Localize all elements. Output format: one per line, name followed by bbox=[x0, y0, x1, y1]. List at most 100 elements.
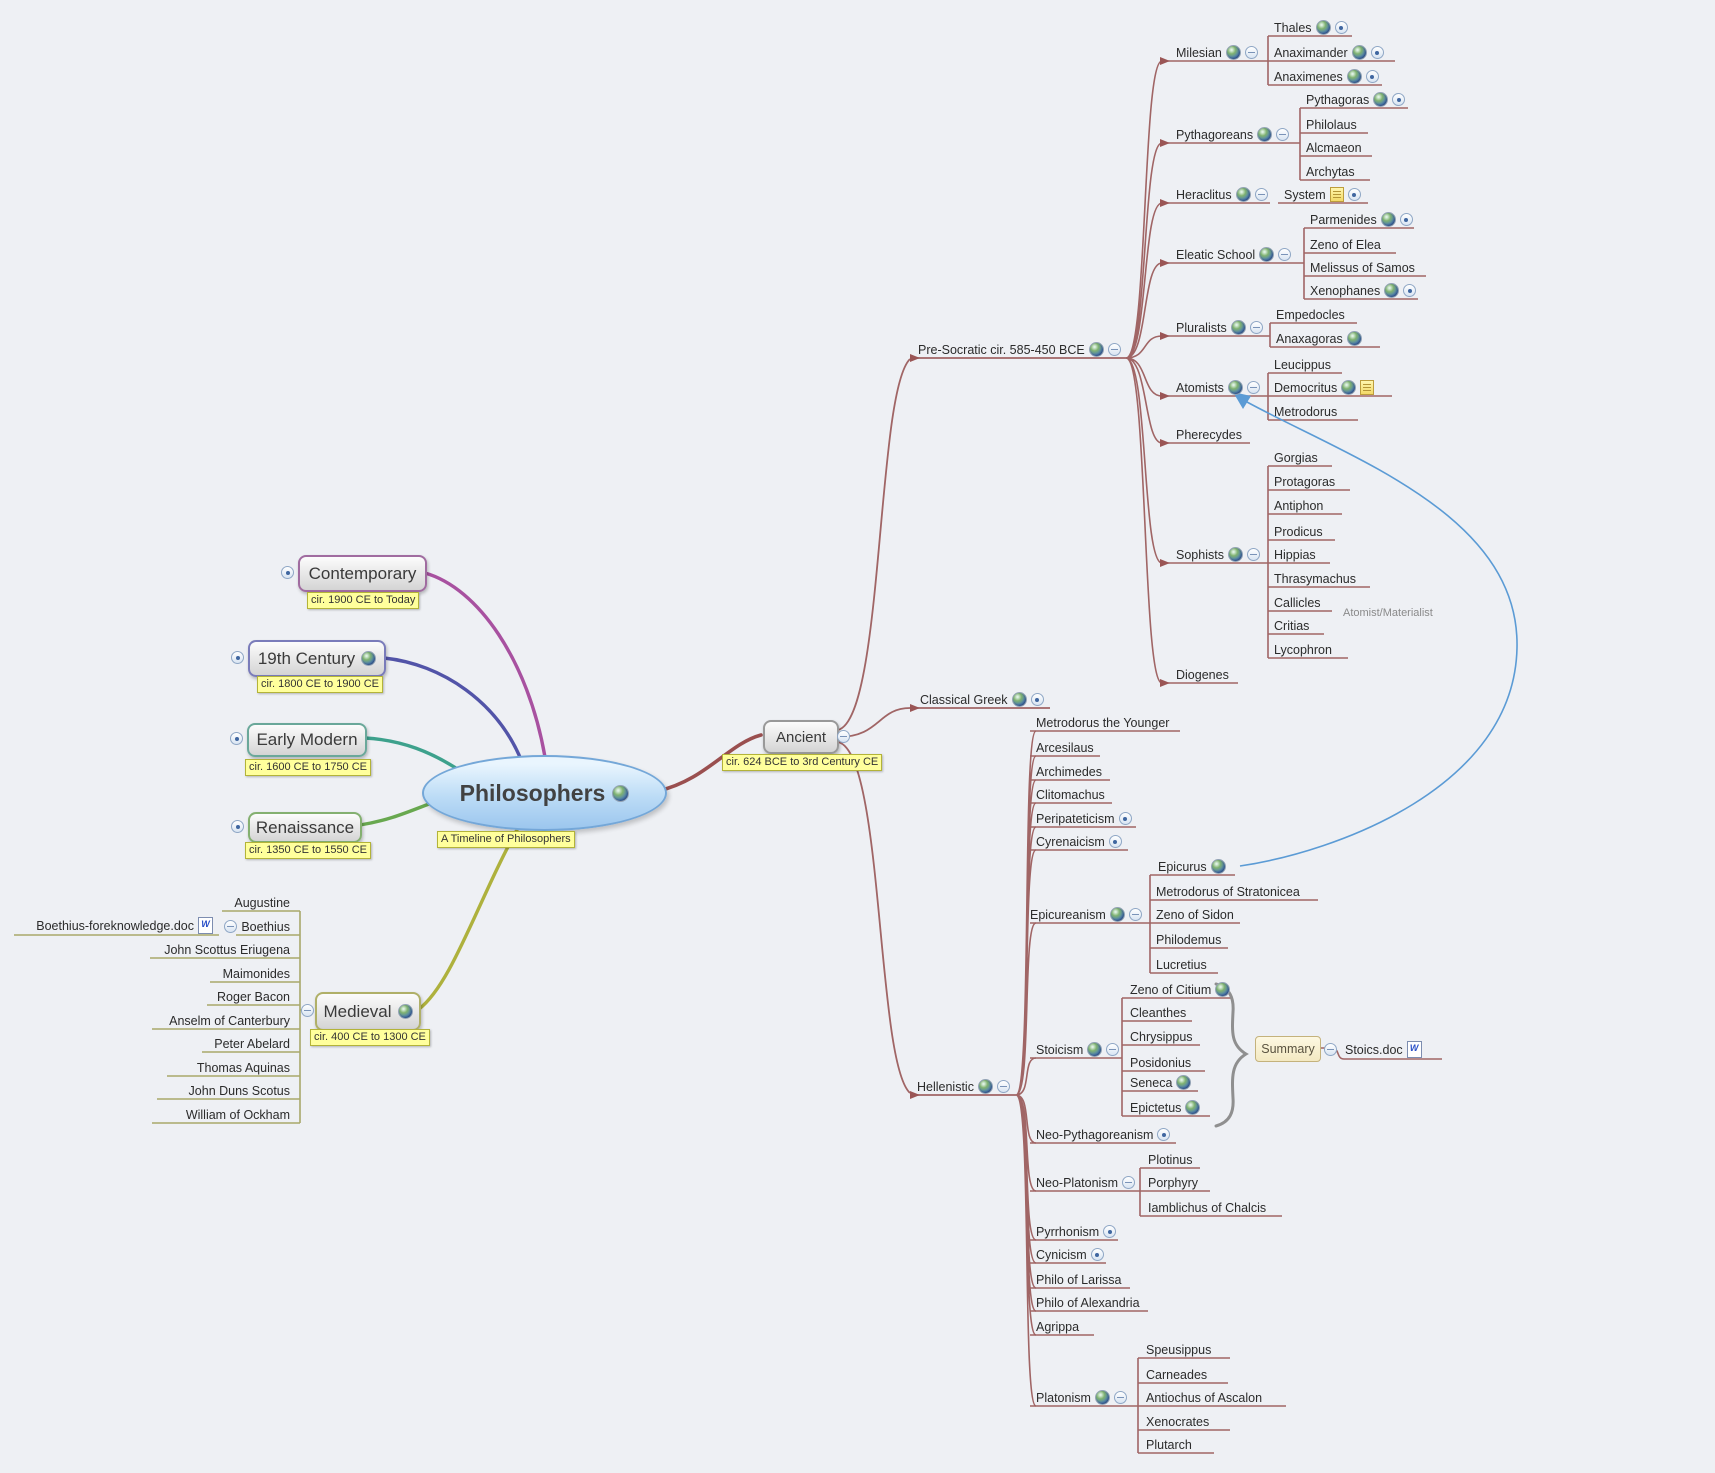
topic-antiphon[interactable]: Antiphon bbox=[1274, 497, 1323, 514]
topic-pythagoreans[interactable]: Pythagoreans bbox=[1176, 126, 1290, 143]
topic-philodemus[interactable]: Philodemus bbox=[1156, 931, 1221, 948]
topic-roger-bacon[interactable]: Roger Bacon bbox=[217, 988, 290, 1005]
topic-alcmaeon[interactable]: Alcmaeon bbox=[1306, 139, 1362, 156]
topic-stoics-doc[interactable]: Stoics.doc bbox=[1345, 1041, 1422, 1058]
topic-iamblichus-of-chalcis[interactable]: Iamblichus of Chalcis bbox=[1148, 1199, 1266, 1216]
topic-john-duns-scotus[interactable]: John Duns Scotus bbox=[189, 1082, 290, 1099]
expand-button[interactable] bbox=[1392, 93, 1406, 106]
topic-leucippus[interactable]: Leucippus bbox=[1274, 356, 1331, 373]
topic-anaximenes[interactable]: Anaximenes bbox=[1274, 68, 1379, 85]
topic-epicureanism[interactable]: Epicureanism bbox=[1030, 906, 1142, 923]
topic-arcesilaus[interactable]: Arcesilaus bbox=[1036, 739, 1094, 756]
topic-pythagoras[interactable]: Pythagoras bbox=[1306, 91, 1406, 108]
collapse-button[interactable] bbox=[1113, 1391, 1127, 1404]
topic-democritus[interactable]: Democritus bbox=[1274, 379, 1375, 396]
topic-stoicism[interactable]: Stoicism bbox=[1036, 1041, 1120, 1058]
topic-philo-of-alexandria[interactable]: Philo of Alexandria bbox=[1036, 1294, 1140, 1311]
topic-hippias[interactable]: Hippias bbox=[1274, 546, 1316, 563]
topic-john-scottus-eriugena[interactable]: John Scottus Eriugena bbox=[164, 941, 290, 958]
collapse-button[interactable] bbox=[1254, 188, 1268, 201]
topic-archytas[interactable]: Archytas bbox=[1306, 163, 1355, 180]
topic-empedocles[interactable]: Empedocles bbox=[1276, 306, 1345, 323]
topic-clitomachus[interactable]: Clitomachus bbox=[1036, 786, 1105, 803]
note-icon[interactable] bbox=[1329, 187, 1344, 202]
topic-chrysippus[interactable]: Chrysippus bbox=[1130, 1028, 1193, 1045]
topic-protagoras[interactable]: Protagoras bbox=[1274, 473, 1335, 490]
expand-button[interactable] bbox=[1103, 1225, 1117, 1238]
topic-pre-socratic[interactable]: Pre-Socratic cir. 585-450 BCE bbox=[918, 341, 1121, 358]
topic-19th-century[interactable]: 19th Century bbox=[248, 640, 386, 677]
collapse-button[interactable] bbox=[1128, 908, 1142, 921]
topic-zeno-of-elea[interactable]: Zeno of Elea bbox=[1310, 236, 1381, 253]
collapse-button[interactable] bbox=[224, 920, 238, 933]
topic-parmenides[interactable]: Parmenides bbox=[1310, 211, 1413, 228]
expand-button[interactable] bbox=[281, 566, 294, 579]
collapse-button[interactable] bbox=[1106, 1043, 1120, 1056]
expand-button[interactable] bbox=[1399, 213, 1413, 226]
topic-heraclitus[interactable]: Heraclitus bbox=[1176, 186, 1268, 203]
topic-agrippa[interactable]: Agrippa bbox=[1036, 1318, 1079, 1335]
topic-lucretius[interactable]: Lucretius bbox=[1156, 956, 1207, 973]
topic-thomas-aquinas[interactable]: Thomas Aquinas bbox=[197, 1059, 290, 1076]
collapse-button[interactable] bbox=[1278, 248, 1292, 261]
topic-milesian[interactable]: Milesian bbox=[1176, 44, 1258, 61]
expand-button[interactable] bbox=[1334, 21, 1348, 34]
collapse-button[interactable] bbox=[1246, 381, 1260, 394]
topic-hellenistic[interactable]: Hellenistic bbox=[917, 1078, 1010, 1095]
summary-topic[interactable]: Summary bbox=[1255, 1036, 1321, 1062]
topic-prodicus[interactable]: Prodicus bbox=[1274, 523, 1323, 540]
topic-zeno-of-citium[interactable]: Zeno of Citium bbox=[1130, 981, 1231, 998]
expand-button[interactable] bbox=[1108, 835, 1122, 848]
topic-antiochus-of-ascalon[interactable]: Antiochus of Ascalon bbox=[1146, 1389, 1262, 1406]
topic-epicurus[interactable]: Epicurus bbox=[1158, 858, 1226, 875]
topic-philo-of-larissa[interactable]: Philo of Larissa bbox=[1036, 1271, 1121, 1288]
note-icon[interactable] bbox=[1360, 380, 1375, 395]
topic-pyrrhonism[interactable]: Pyrrhonism bbox=[1036, 1223, 1117, 1240]
collapse-button[interactable] bbox=[1107, 343, 1121, 356]
topic-cynicism[interactable]: Cynicism bbox=[1036, 1246, 1104, 1263]
collapse-button[interactable] bbox=[1276, 128, 1290, 141]
topic-atomists[interactable]: Atomists bbox=[1176, 379, 1260, 396]
topic-anselm-of-canterbury[interactable]: Anselm of Canterbury bbox=[169, 1012, 290, 1029]
topic-critias[interactable]: Critias bbox=[1274, 617, 1309, 634]
expand-button[interactable] bbox=[1090, 1248, 1104, 1261]
topic-carneades[interactable]: Carneades bbox=[1146, 1366, 1207, 1383]
collapse-button[interactable] bbox=[1121, 1176, 1135, 1189]
expand-button[interactable] bbox=[231, 651, 244, 664]
topic-peripateticism[interactable]: Peripateticism bbox=[1036, 810, 1132, 827]
collapse-button[interactable] bbox=[837, 730, 850, 743]
collapse-button[interactable] bbox=[301, 1004, 314, 1017]
topic-epictetus[interactable]: Epictetus bbox=[1130, 1099, 1201, 1116]
topic-metrodorus[interactable]: Metrodorus bbox=[1274, 403, 1337, 420]
topic-neo-platonism[interactable]: Neo-Platonism bbox=[1036, 1174, 1135, 1191]
topic-melissus-of-samos[interactable]: Melissus of Samos bbox=[1310, 259, 1415, 276]
topic-lycophron[interactable]: Lycophron bbox=[1274, 641, 1332, 658]
topic-plotinus[interactable]: Plotinus bbox=[1148, 1151, 1192, 1168]
collapse-button[interactable] bbox=[1249, 321, 1263, 334]
relationship-curve[interactable] bbox=[1239, 401, 1518, 867]
topic-anaxagoras[interactable]: Anaxagoras bbox=[1276, 330, 1362, 347]
topic-classical-greek[interactable]: Classical Greek bbox=[920, 691, 1044, 708]
topic-porphyry[interactable]: Porphyry bbox=[1148, 1174, 1198, 1191]
collapse-button[interactable] bbox=[1246, 548, 1260, 561]
topic-sophists[interactable]: Sophists bbox=[1176, 546, 1260, 563]
topic-plutarch[interactable]: Plutarch bbox=[1146, 1436, 1192, 1453]
topic-eleatic-school[interactable]: Eleatic School bbox=[1176, 246, 1292, 263]
topic-xenophanes[interactable]: Xenophanes bbox=[1310, 282, 1417, 299]
topic-philolaus[interactable]: Philolaus bbox=[1306, 116, 1357, 133]
topic-william-of-ockham[interactable]: William of Ockham bbox=[186, 1106, 290, 1123]
topic-zeno-of-sidon[interactable]: Zeno of Sidon bbox=[1156, 906, 1234, 923]
collapse-button[interactable] bbox=[1244, 46, 1258, 59]
topic-thrasymachus[interactable]: Thrasymachus bbox=[1274, 570, 1356, 587]
topic-metrodorus-of-stratonicea[interactable]: Metrodorus of Stratonicea bbox=[1156, 883, 1300, 900]
expand-button[interactable] bbox=[1030, 693, 1044, 706]
topic-pluralists[interactable]: Pluralists bbox=[1176, 319, 1263, 336]
topic-archimedes[interactable]: Archimedes bbox=[1036, 763, 1102, 780]
topic-cleanthes[interactable]: Cleanthes bbox=[1130, 1004, 1186, 1021]
topic-renaissance[interactable]: Renaissance bbox=[248, 812, 362, 843]
topic-cyrenaicism[interactable]: Cyrenaicism bbox=[1036, 833, 1122, 850]
word-doc-icon[interactable] bbox=[1406, 1041, 1422, 1058]
relationship-label[interactable]: Atomist/Materialist bbox=[1343, 607, 1433, 619]
topic-platonism[interactable]: Platonism bbox=[1036, 1389, 1127, 1406]
topic-metrodorus-the-younger[interactable]: Metrodorus the Younger bbox=[1036, 714, 1169, 731]
